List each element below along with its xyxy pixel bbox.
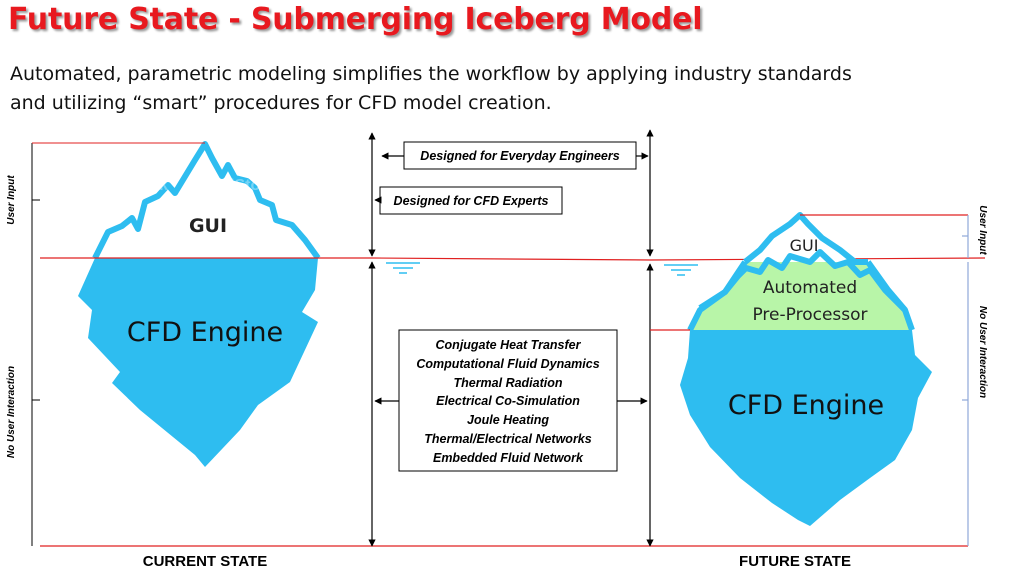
right-gui-label: GUI — [790, 236, 819, 255]
left-user-input-label: User Input — [6, 175, 17, 225]
left-cfd-engine-label: CFD Engine — [127, 317, 283, 348]
right-preprocessor-band — [690, 262, 912, 330]
right-automated-label: Automated — [763, 278, 857, 298]
future-state-iceberg: GUI Automated Pre-Processor CFD Engine — [680, 212, 932, 526]
left-side-bracket: User Input No User Interaction — [6, 142, 205, 546]
water-level-symbol-right — [664, 264, 698, 276]
cfd-experts-label: Designed for CFD Experts — [394, 194, 549, 208]
capabilities-box: Conjugate Heat Transfer Computational Fl… — [374, 329, 648, 472]
capability-item: Thermal Radiation — [453, 376, 562, 390]
right-underwater-body — [680, 330, 932, 526]
capability-item: Conjugate Heat Transfer — [436, 338, 582, 352]
capability-item: Embedded Fluid Network — [433, 451, 584, 465]
slide-title: Future State - Submerging Iceberg Model — [8, 2, 703, 37]
current-state-iceberg: GUI CFD Engine — [78, 141, 321, 467]
future-state-label: FUTURE STATE — [739, 553, 851, 570]
right-preprocessor-label: Pre-Processor — [752, 305, 867, 325]
capability-item: Thermal/Electrical Networks — [424, 432, 591, 446]
subtitle-line-2: and utilizing “smart” procedures for CFD… — [10, 92, 552, 114]
watermarks: iStock iStock iStock iStock by Getty Ima… — [60, 177, 724, 502]
right-side-bracket: User Input No User Interaction — [962, 205, 988, 546]
everyday-engineers-label: Designed for Everyday Engineers — [420, 149, 619, 163]
watermark: iStock — [230, 177, 278, 194]
mid-waterline — [371, 257, 651, 261]
slide-subtitle: Automated, parametric modeling simplifie… — [10, 60, 1010, 118]
capability-item: Joule Heating — [467, 413, 549, 427]
right-user-input-label: User Input — [977, 205, 988, 255]
right-cfd-engine-label: CFD Engine — [728, 390, 884, 421]
left-snow-outline — [92, 141, 321, 260]
right-ice-frame — [687, 260, 908, 332]
watermark: iStock — [670, 475, 718, 492]
watermark: iStock — [120, 177, 168, 194]
watermark: by Getty Images — [670, 495, 724, 502]
cfd-experts-callout: Designed for CFD Experts — [374, 186, 563, 215]
subtitle-line-1: Automated, parametric modeling simplifie… — [10, 63, 852, 85]
everyday-engineers-callout: Designed for Everyday Engineers — [381, 141, 649, 170]
center-vertical-arrows — [368, 129, 654, 547]
right-gui-tip — [745, 215, 855, 262]
left-no-user-interaction-label: No User Interaction — [6, 366, 17, 458]
current-state-label: CURRENT STATE — [143, 553, 267, 570]
capability-item: Computational Fluid Dynamics — [416, 357, 599, 371]
left-underwater-body — [78, 258, 318, 467]
watermark: iStock — [60, 397, 108, 414]
water-level-symbol-left — [386, 262, 420, 274]
left-gui-tip — [95, 144, 318, 258]
left-gui-label: GUI — [189, 215, 227, 237]
right-no-user-interaction-label: No User Interaction — [977, 306, 988, 398]
capability-item: Electrical Co-Simulation — [436, 394, 580, 408]
